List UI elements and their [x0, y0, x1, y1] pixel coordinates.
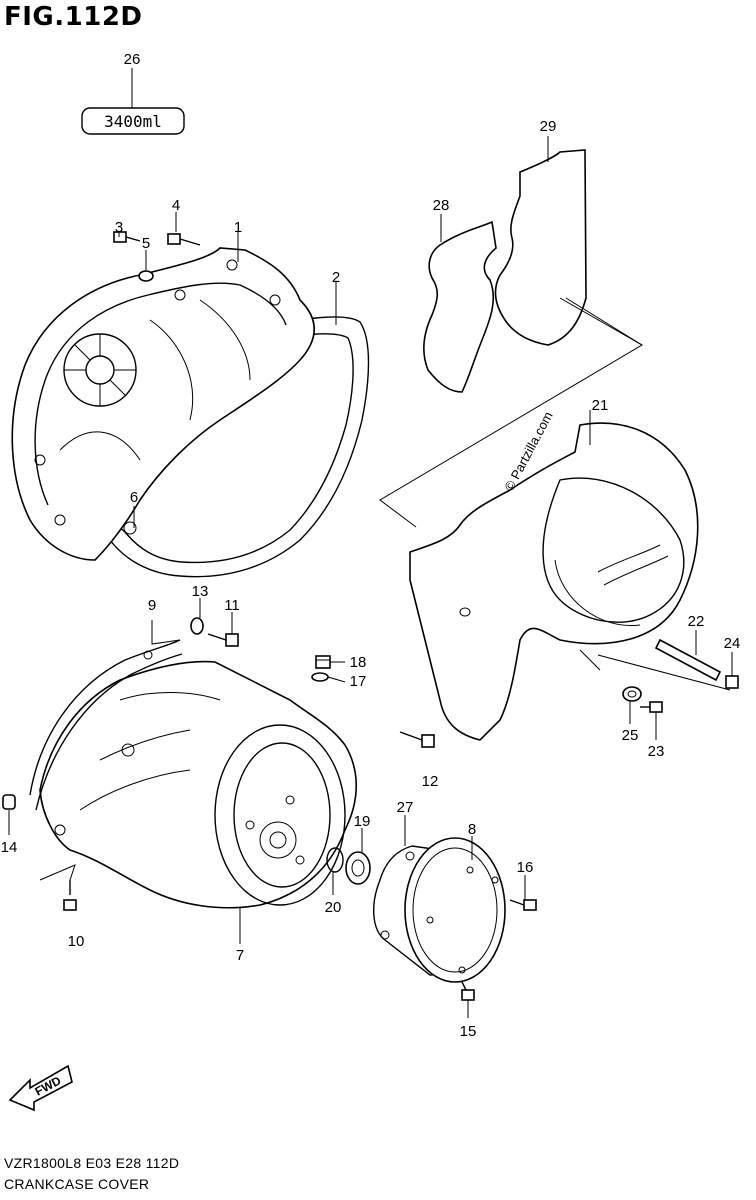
callout-3[interactable]: 3 [115, 219, 123, 236]
callout-20[interactable]: 20 [325, 899, 342, 916]
callout-22[interactable]: 22 [688, 613, 705, 630]
callout-4[interactable]: 4 [172, 197, 180, 214]
callout-11[interactable]: 11 [224, 597, 240, 614]
callout-21[interactable]: 21 [592, 397, 609, 414]
callout-15[interactable]: 15 [460, 1023, 477, 1040]
part-26-sealant-label[interactable]: 3400ml [81, 68, 185, 135]
callout-10[interactable]: 10 [68, 933, 85, 950]
part-10-bolt[interactable] [63, 880, 77, 911]
part-24-nut[interactable] [725, 675, 739, 689]
part-13-washer[interactable] [190, 617, 204, 635]
callout-26[interactable]: 26 [124, 51, 141, 68]
part-25-grommet[interactable] [622, 686, 642, 702]
callout-16[interactable]: 16 [517, 859, 534, 876]
part-4-bolt[interactable] [167, 233, 201, 246]
part-1-crankcase-cover[interactable] [11, 247, 315, 561]
callout-8[interactable]: 8 [468, 821, 476, 838]
callout-14[interactable]: 14 [1, 839, 18, 856]
callout-13[interactable]: 13 [192, 583, 209, 600]
part-16-bolt[interactable] [509, 899, 537, 911]
part-28-inner-cover[interactable] [423, 220, 497, 393]
callout-19[interactable]: 19 [354, 813, 371, 830]
part-23-bolt[interactable] [640, 701, 663, 713]
callout-25[interactable]: 25 [622, 727, 639, 744]
part-9-gasket[interactable] [29, 639, 183, 836]
model-code: VZR1800L8 E03 E28 112D [4, 1155, 180, 1171]
part-19-plug[interactable] [345, 851, 371, 885]
callout-5[interactable]: 5 [142, 235, 150, 252]
fwd-arrow-icon: FWD [8, 1064, 73, 1112]
part-17-o-ring[interactable] [311, 672, 329, 682]
part-26-label-text: 3400ml [104, 112, 162, 131]
part-12-bolt[interactable] [399, 731, 435, 748]
part-20-o-ring[interactable] [326, 847, 344, 873]
part-22-stud[interactable] [654, 638, 722, 682]
callout-6[interactable]: 6 [130, 489, 138, 506]
callouts: 1 2 3 4 5 6 7 8 9 10 11 12 13 14 15 16 1… [1, 51, 741, 1040]
callout-9[interactable]: 9 [148, 597, 156, 614]
callout-27[interactable]: 27 [397, 799, 414, 816]
part-18-plug[interactable] [315, 655, 331, 669]
callout-18[interactable]: 18 [350, 654, 367, 671]
part-11-bolt[interactable] [207, 633, 239, 647]
part-29-inner-cover[interactable] [494, 149, 587, 346]
callout-7[interactable]: 7 [236, 947, 244, 964]
part-3-bolt[interactable] [113, 231, 141, 243]
callout-1[interactable]: 1 [234, 219, 242, 236]
part-7-clutch-cover[interactable] [39, 660, 358, 909]
figure-title: FIG.112D [4, 2, 143, 32]
callout-24[interactable]: 24 [724, 635, 741, 652]
part-21-outer-cover[interactable] [409, 422, 699, 741]
callout-12[interactable]: 12 [422, 773, 439, 790]
callout-28[interactable]: 28 [433, 197, 450, 214]
part-8-cover[interactable] [404, 837, 506, 983]
callout-2[interactable]: 2 [332, 269, 340, 286]
callout-29[interactable]: 29 [540, 118, 557, 135]
leader-lines [8, 136, 733, 1018]
part-14-dowel[interactable] [2, 794, 16, 810]
part-5-washer[interactable] [138, 270, 154, 282]
figure-name: CRANKCASE COVER [4, 1176, 150, 1192]
callout-23[interactable]: 23 [648, 743, 665, 760]
callout-17[interactable]: 17 [350, 673, 367, 690]
